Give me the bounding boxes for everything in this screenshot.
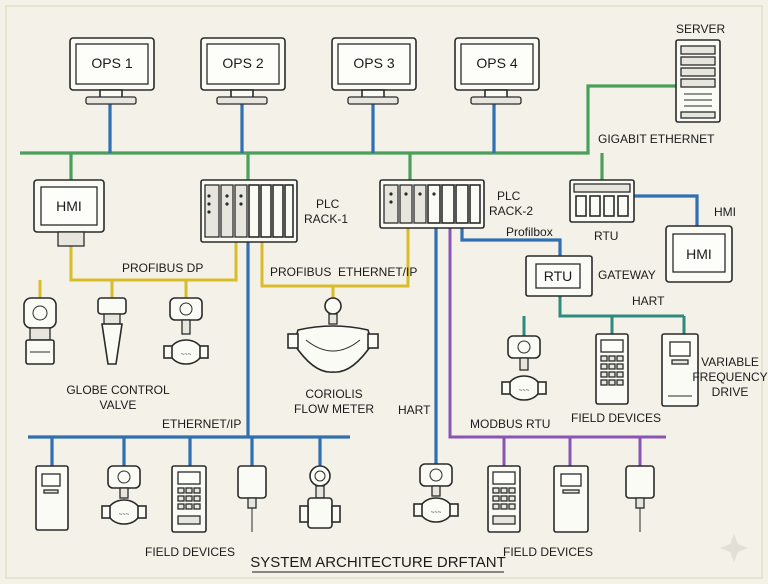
transmitter-1[interactable] [23,297,57,365]
hart-bus [558,296,684,318]
network-lines [20,84,699,466]
vfd-label-line3: DRIVE [712,385,749,399]
rtu-gateway-caption: GATEWAY [598,268,656,282]
electromagnetic-flow-meter[interactable] [299,465,341,529]
profibus-label: PROFIBUS [270,265,331,279]
plc1-label-line1: PLC [316,197,340,211]
temperature-transmitter-2[interactable] [625,465,655,532]
plc2-label-line1: PLC [497,189,521,203]
ops-4-label: OPS 4 [476,55,517,71]
svg-text:~~~: ~~~ [431,510,442,516]
diagram-title: SYSTEM ARCHITECTURE DRFTANT [250,554,506,571]
globe-control-valve[interactable]: ~~~ [163,297,209,365]
field-devices-left-label: FIELD DEVICES [145,545,235,559]
ops-1-label: OPS 1 [91,55,132,71]
plc1-label-line2: RACK-1 [304,212,348,226]
rtu-gateway-box-label: RTU [544,268,573,284]
vfd-label-line2: FREQUENCY [692,370,767,384]
diagram-border [5,5,763,579]
rtu-hmi-link [632,194,699,226]
ops-3[interactable]: OPS 3 [331,37,417,105]
ethernet-ip-mid-label: ETHERNET/IP [338,265,417,279]
sparkle-icon [720,534,748,562]
field-devices-mid-label: FIELD DEVICES [503,545,593,559]
plc2-label-line2: RACK-2 [489,204,533,218]
hart-field-controller[interactable] [595,333,629,405]
field-valve-1[interactable]: ~~~ [101,465,147,525]
ops-1[interactable]: OPS 1 [69,37,155,105]
radar-level-transmitter[interactable] [97,297,127,365]
vfd-label-line1: VARIABLE [701,355,759,369]
ops-3-label: OPS 3 [353,55,394,71]
rtu-top-label: RTU [594,229,618,243]
field-devices-right-label: FIELD DEVICES [571,411,661,425]
field-controller-1[interactable] [171,465,207,533]
hmi-left[interactable]: HMI [33,179,105,247]
hart-mid-label: HART [398,403,431,417]
profibox-label: Profilbox [506,225,553,239]
gigabit-ethernet-label: GIGABIT ETHERNET [598,132,715,146]
hmi-left-label: HMI [56,198,82,214]
hart-right-label: HART [632,294,665,308]
field-valve-2[interactable]: ~~~ [413,463,459,523]
ops-2-label: OPS 2 [222,55,263,71]
field-drive-1[interactable] [35,465,69,531]
svg-text:~~~: ~~~ [519,388,530,394]
coriolis-label-line2: FLOW METER [294,402,374,416]
temperature-transmitter-1[interactable] [237,465,267,532]
field-controller-2[interactable] [487,465,521,533]
profibus-bus [260,228,410,288]
server-label: SERVER [676,22,725,36]
modbus-rtu-label: MODBUS RTU [470,417,550,431]
gigabit-ethernet-bus [20,84,680,155]
field-drive-2[interactable] [553,465,589,533]
hmi-right-screen-label: HMI [686,246,712,262]
svg-text:~~~: ~~~ [181,352,192,358]
hmi-right-caption: HMI [714,205,736,219]
modbus-rtu-drop [448,228,666,439]
plc-rack-2[interactable]: PLC RACK-2 [379,179,533,229]
server[interactable]: SERVER [675,22,725,123]
coriolis-label-line1: CORIOLIS [305,387,362,401]
hmi-right[interactable]: HMI HMI [665,205,736,283]
variable-frequency-drive[interactable] [661,333,699,407]
svg-text:~~~: ~~~ [119,512,130,518]
ethernet-ip-bottom-label: ETHERNET/IP [162,417,241,431]
coriolis-flow-meter[interactable] [287,297,379,373]
profibox-link [460,228,562,256]
profibus-dp-label: PROFIBUS DP [122,261,203,275]
rtu-top[interactable]: RTU [569,179,635,243]
profibus-dp-bus [69,240,238,282]
rtu-gateway[interactable]: RTU GATEWAY [525,255,656,297]
ops-4[interactable]: OPS 4 [454,37,540,105]
hart-control-valve[interactable]: ~~~ [501,335,547,401]
ops-2[interactable]: OPS 2 [200,37,286,105]
globe-valve-label-line1: GLOBE CONTROL [66,383,170,397]
plc-rack-1[interactable]: PLC RACK-1 [200,179,348,243]
globe-valve-label-line2: VALVE [100,398,137,412]
